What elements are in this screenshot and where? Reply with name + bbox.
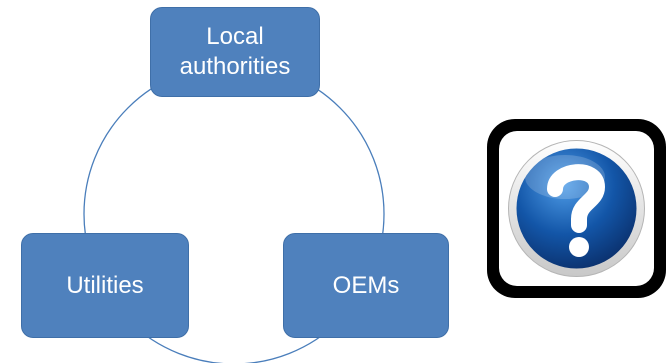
question-mark-icon [487, 119, 666, 298]
node-oems: OEMs [283, 233, 449, 338]
node-oems-label: OEMs [332, 271, 400, 299]
node-utilities: Utilities [21, 233, 189, 338]
node-local-authorities: Local authorities [150, 7, 320, 97]
question-mark-glyph [547, 164, 605, 233]
node-local-authorities-line1: Local [206, 23, 264, 50]
question-mark-dot [569, 237, 589, 257]
node-local-authorities-line2: authorities [179, 53, 291, 80]
node-utilities-label: Utilities [66, 271, 144, 299]
